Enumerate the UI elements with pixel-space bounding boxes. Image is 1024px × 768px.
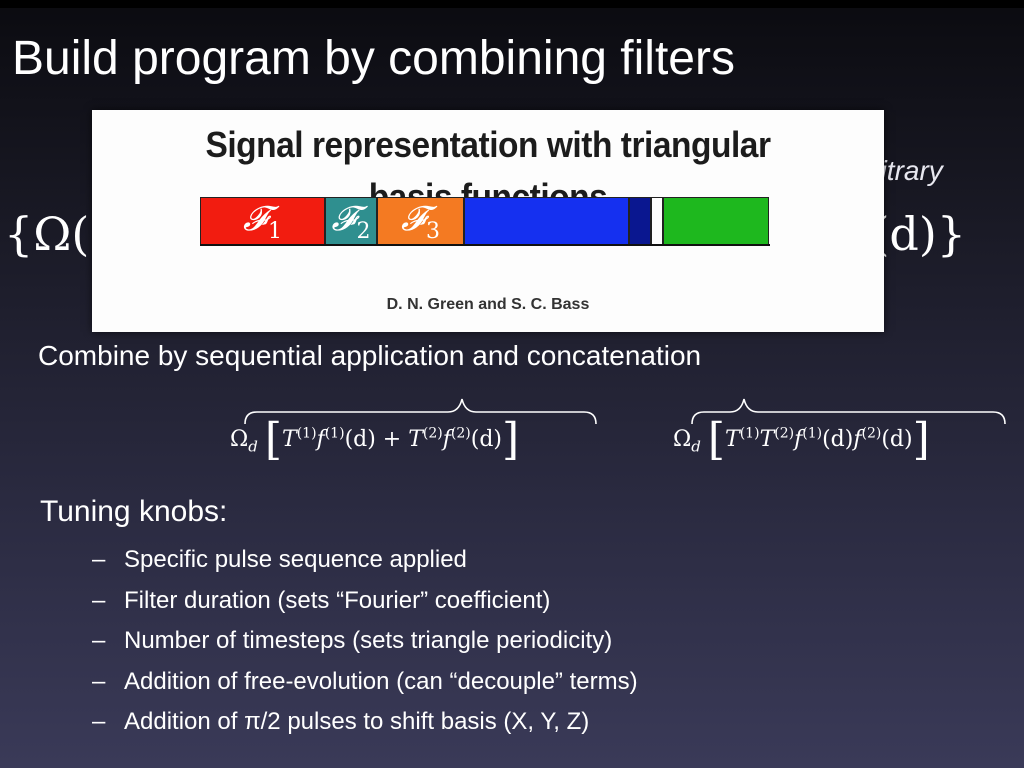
filter-block-1: 𝓕1 (200, 197, 325, 245)
combine-text: Combine by sequential application and co… (38, 340, 702, 371)
list-item: –Addition of free-evolution (can “decoup… (92, 667, 638, 695)
list-item: –Addition of π/2 pulses to shift basis (… (92, 708, 590, 736)
big-formula-left: {Ω( (4, 207, 90, 261)
filter-block-4 (464, 197, 629, 245)
filter-label-2: 𝓕2 (331, 198, 371, 244)
brace-product (691, 398, 1006, 425)
formula-product: Ωd [T(1)T(2)f(1)(d)f(2)(d)] (673, 414, 930, 465)
filter-block-2: 𝓕2 (325, 197, 377, 245)
axis-line (200, 244, 770, 246)
inset-authors: D. N. Green and S. C. Bass (386, 296, 590, 313)
big-formula-suffix: (d)} (871, 207, 967, 261)
filter-block-5 (629, 197, 651, 245)
brace-sum (244, 398, 597, 425)
list-item: –Number of timesteps (sets triangle peri… (92, 627, 613, 655)
filter-label-3: 𝓕3 (400, 198, 441, 244)
tuning-heading: Tuning knobs: (40, 495, 228, 528)
top-band (0, 0, 1024, 8)
list-item: –Filter duration (sets “Fourier” coeffic… (92, 586, 551, 614)
inset-figure: Signal representation with triangular ba… (92, 110, 884, 332)
inset-title-line1: Signal representation with triangular (205, 124, 771, 165)
list-item: –Specific pulse sequence applied (92, 546, 467, 573)
filter-label-1: 𝓕1 (242, 198, 283, 244)
filter-block-3: 𝓕3 (377, 197, 464, 245)
filter-block-7 (663, 197, 769, 245)
tuning-list: –Specific pulse sequence applied –Filter… (92, 540, 638, 743)
formula-sum: Ωd [T(1)f(1)(d) + T(2)f(2)(d)] (230, 414, 520, 465)
slide-title: Build program by combining filters (12, 32, 735, 85)
filter-block-6 (651, 197, 663, 245)
